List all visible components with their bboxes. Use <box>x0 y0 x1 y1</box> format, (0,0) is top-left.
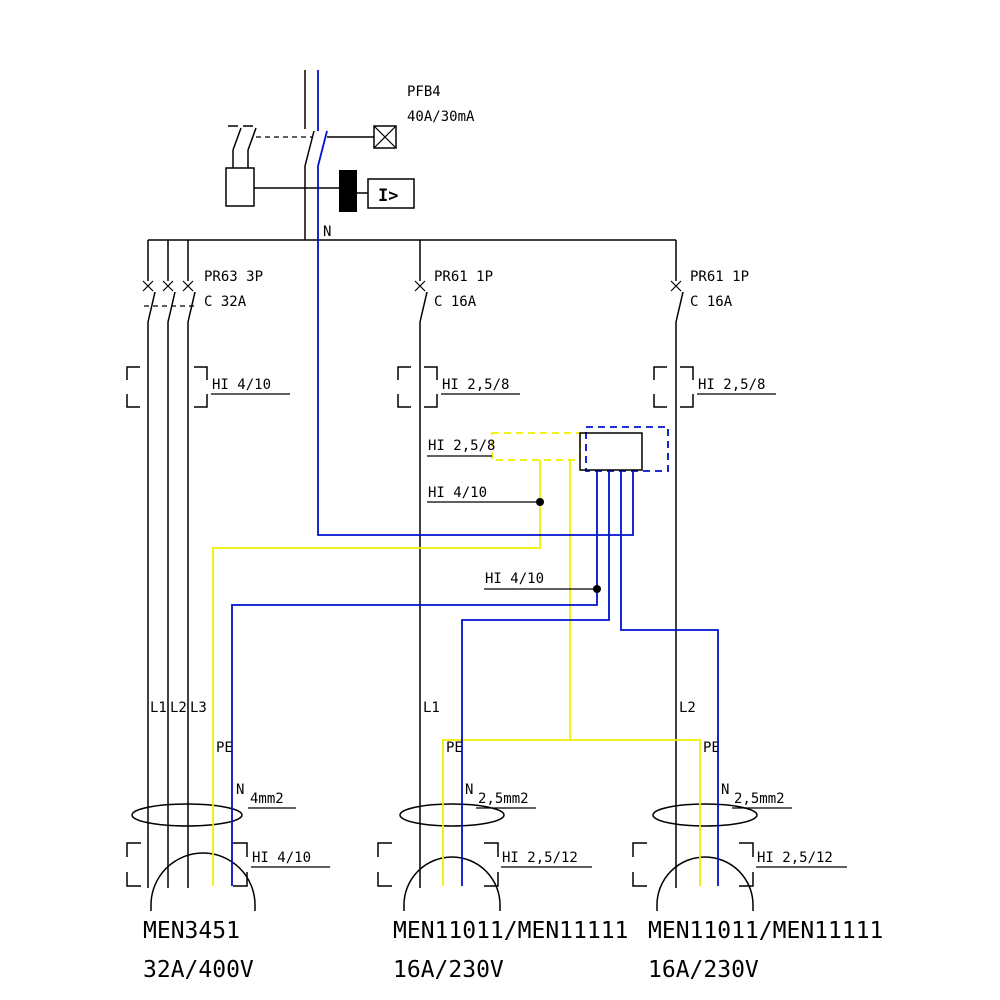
phase-label-l1: L1 <box>150 700 167 716</box>
branch-32a: PR63 3P C 32A HI 4/10 L1 L2 L3 PE N 4mm2… <box>126 240 330 983</box>
differential-current-symbol: I> <box>378 186 398 206</box>
device-name: MEN11011/MEN11111 <box>393 918 628 944</box>
phase-label-l2: L2 <box>170 700 187 716</box>
branch-16a-2: PR61 1P C 16A HI 2,5/8 L2 PE N 2,5mm2 HI… <box>632 240 883 983</box>
breaker-type-label: PR63 3P <box>204 269 263 285</box>
device-rating: 16A/230V <box>393 957 504 983</box>
cable-sheath-ellipse <box>131 803 243 827</box>
pe-wire-node-dot <box>536 498 544 506</box>
pe-label: PE <box>216 740 233 756</box>
junction-boxes: HI 2,5/8 HI 4/10 HI 4/10 <box>427 426 669 593</box>
breaker-type-label: PR61 1P <box>690 269 749 285</box>
breaker-curve-label: C 16A <box>434 294 477 310</box>
phase-lines <box>147 322 189 888</box>
rcd-trip-coil <box>225 167 255 207</box>
breaker-blade <box>675 291 684 323</box>
pe-splice-box-dashed <box>491 432 581 461</box>
cable-bottom-label: HI 4/10 <box>252 850 311 866</box>
neutral-branch-wires <box>231 470 719 886</box>
socket-dome <box>150 852 256 911</box>
breaker-blades <box>147 291 196 323</box>
rcd-phase-blade <box>304 130 315 167</box>
pe-label: PE <box>446 740 463 756</box>
n-wire-gauge-label: HI 4/10 <box>485 571 544 587</box>
phase-label-l2: L2 <box>679 700 696 716</box>
cable-top-label: HI 2,5/8 <box>442 377 509 393</box>
phase-drops <box>147 240 189 281</box>
pe-wires <box>212 460 701 886</box>
cable-bracket-top <box>126 366 208 408</box>
test-button-icon <box>373 125 397 149</box>
cable-top-label: HI 2,5/8 <box>698 377 765 393</box>
n-label: N <box>721 782 729 798</box>
junction-box-outline <box>579 432 643 471</box>
n-size-label: 2,5mm2 <box>734 791 785 807</box>
branch-16a-1: PR61 1P C 16A HI 2,5/8 L1 PE N 2,5mm2 HI… <box>377 240 628 983</box>
breaker-cross-mark <box>414 280 426 292</box>
rcd-breaker: I> PFB4 40A/30mA N <box>225 70 475 240</box>
cable-bracket-top <box>653 366 694 408</box>
pe-wiring <box>212 460 701 886</box>
phase-label-l1: L1 <box>423 700 440 716</box>
rcd-rating-label: 40A/30mA <box>407 109 475 125</box>
cable-bracket-bottom <box>377 842 499 887</box>
socket-dome <box>656 856 754 911</box>
n-size-label: 4mm2 <box>250 791 284 807</box>
breaker-curve-label: C 16A <box>690 294 733 310</box>
cable-top-label: HI 4/10 <box>212 377 271 393</box>
cable-sheath-ellipse <box>399 803 505 827</box>
test-button-cross <box>373 125 397 149</box>
neutral-label-top: N <box>323 224 331 240</box>
device-rating: 32A/400V <box>143 957 254 983</box>
breaker-cross-mark <box>670 280 682 292</box>
cable-bracket-bottom <box>126 842 248 887</box>
differential-relay-box <box>367 178 415 209</box>
neutral-wiring <box>231 70 719 886</box>
cable-bracket-top <box>397 366 438 408</box>
cable-bottom-label: HI 2,5/12 <box>502 850 578 866</box>
cable-sheath-ellipse <box>652 803 758 827</box>
cable-bottom-label: HI 2,5/12 <box>757 850 833 866</box>
n-size-label: 2,5mm2 <box>478 791 529 807</box>
n-label: N <box>236 782 244 798</box>
rcd-aux-contacts <box>228 125 257 168</box>
junction-box-label: HI 2,5/8 <box>428 438 495 454</box>
rcd-name-label: PFB4 <box>407 84 441 100</box>
rcd-neutral-blade <box>317 130 328 167</box>
socket-dome <box>403 856 501 911</box>
device-name: MEN3451 <box>143 918 240 944</box>
breaker-cross-marks <box>142 280 194 292</box>
device-name: MEN11011/MEN11111 <box>648 918 883 944</box>
n-label: N <box>465 782 473 798</box>
device-rating: 16A/230V <box>648 957 759 983</box>
pe-label: PE <box>703 740 720 756</box>
phase-label-l3: L3 <box>190 700 207 716</box>
breaker-blade <box>419 291 428 323</box>
cable-bracket-bottom <box>632 842 754 887</box>
breaker-curve-label: C 32A <box>204 294 247 310</box>
neutral-feed <box>317 70 634 536</box>
current-transformer-icon <box>339 170 357 212</box>
neutral-splice-box-dashed <box>585 426 669 472</box>
pe-wire-gauge-label: HI 4/10 <box>428 485 487 501</box>
breaker-type-label: PR61 1P <box>434 269 493 285</box>
n-wire-node-dot <box>593 585 601 593</box>
